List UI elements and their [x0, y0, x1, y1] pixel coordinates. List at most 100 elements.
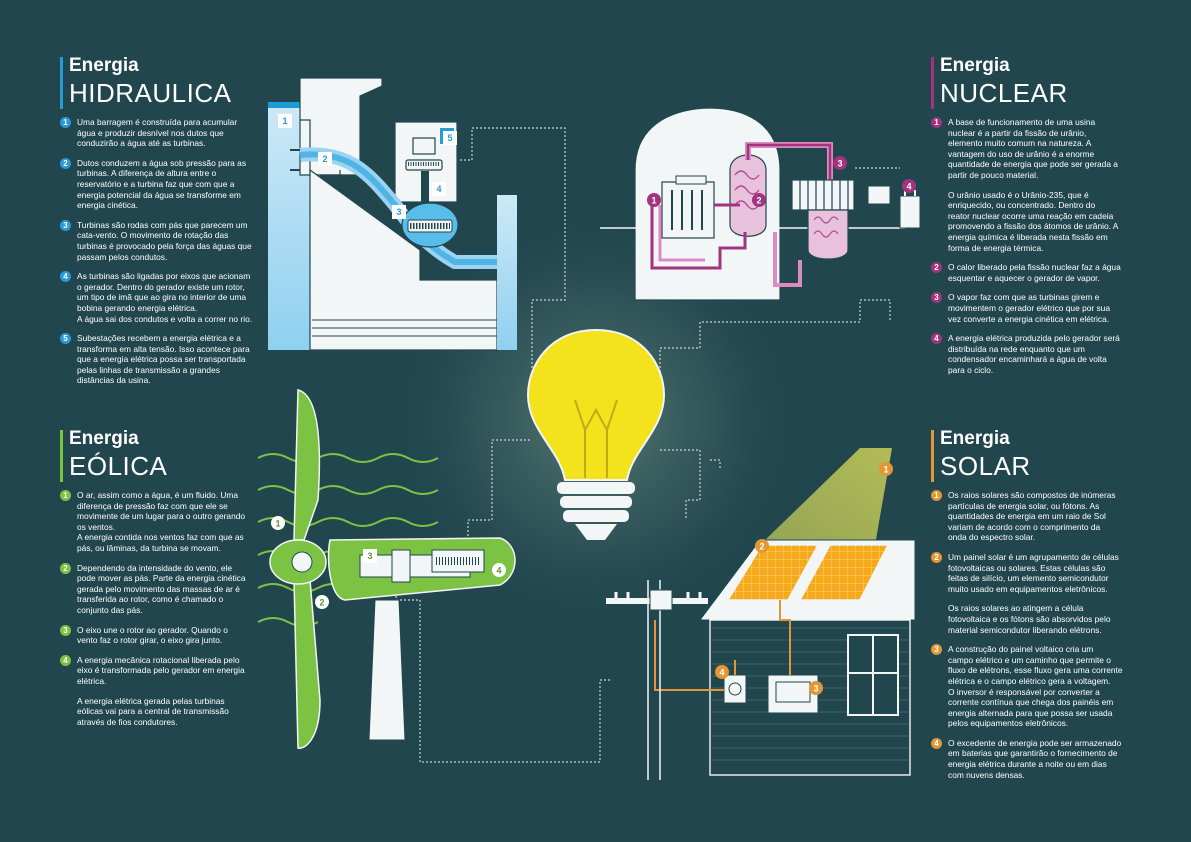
item-text-line: quantidades de energia em um raio de Sol [948, 511, 1106, 522]
item-text-line: vez converte a energia cinética em elétr… [948, 313, 1110, 324]
item-text-line: campo elétrico e um caminho que permite … [948, 654, 1111, 665]
item-text-line: muito usado em equipamentos eletrônicos. [948, 583, 1108, 594]
item-text-line: turbinas. A diferença de altura entre o [77, 168, 217, 179]
hydro-marker: 4 [432, 182, 446, 196]
wind-illustration [257, 389, 516, 749]
svg-text:3: 3 [813, 684, 818, 694]
item-text-line: um tipo de imã que ao gira no interior d… [77, 292, 246, 303]
item-note: A energia elétrica gerada pelas turbinas… [77, 696, 275, 728]
section-subtitle: NUCLEAR [940, 78, 1068, 108]
numbered-item: 1 Uma barragem é construída para acumular… [60, 117, 275, 149]
nuclear-illustration [600, 107, 921, 301]
nuclear-marker: 1 [647, 193, 661, 207]
item-number-badge: 2 [60, 562, 71, 574]
svg-text:2: 2 [322, 154, 327, 164]
item-text-line: conduzirão a água até as turbinas. [77, 138, 206, 149]
item-text-line: onda do espectro solar. [948, 532, 1036, 543]
hydro-marker: 5 [443, 131, 457, 145]
item-text-line: em baterias que garantirão o forneciment… [948, 748, 1118, 759]
item-text-line: fotovoltaica e os fótons são absorvidos … [948, 613, 1111, 624]
item-number-badge: 2 [931, 551, 942, 563]
accent-bar [931, 57, 934, 109]
item-text-line: eixo é transformada pelo gerador em ener… [77, 665, 245, 676]
item-text-line: turbinas é provocado pela força das água… [77, 240, 252, 251]
item-text-line: que a energia elétrica possa ser transpo… [77, 354, 246, 365]
svg-text:4: 4 [719, 668, 724, 678]
wind-marker: 3 [363, 549, 377, 563]
item-number-badge: 1 [60, 117, 71, 128]
svg-text:1: 1 [275, 519, 280, 529]
item-text-line: passam pelos condutos. [77, 251, 168, 262]
svg-text:4: 4 [436, 184, 441, 194]
accent-bar [931, 430, 934, 482]
item-number-badge: 3 [931, 644, 942, 656]
item-text-line: partir de pouco material. [948, 169, 1039, 180]
item-text-line: Dependendo da intensidade do vento, ele [77, 562, 233, 573]
item-text-line: movimentem o gerador elétrico que por su… [948, 302, 1110, 313]
item-text-line: energia cinética. [77, 200, 138, 211]
item-text-line: elemento muito comum na natureza. A [948, 138, 1092, 149]
item-text-line: movimente de um lugar para o outro geran… [77, 511, 246, 522]
svg-text:2: 2 [319, 598, 324, 608]
item-text-line: esquentar e aquecer o gerador de vapor. [948, 272, 1100, 283]
item-text-line: Os raios solares ao atingem a célula [948, 603, 1084, 614]
section-header: Energia SOLAR [931, 428, 1146, 482]
numbered-item: 4 As turbinas são ligadas por eixos que a… [60, 271, 275, 324]
section-subtitle: HIDRAULICA [69, 78, 232, 108]
item-text-line: A energia mecânica rotacional liberada p… [77, 654, 240, 665]
item-text-line: A energia elétrica produzida pelo gerado… [948, 333, 1120, 344]
item-text-line: com nuvens densas. [948, 769, 1025, 780]
svg-text:1: 1 [651, 196, 656, 206]
wind-marker: 1 [271, 516, 285, 530]
item-text-line: Um painel solar é um agrupamento de célu… [948, 551, 1119, 562]
item-text-line: o gerador. Dentro do gerador existe um r… [77, 281, 245, 292]
accent-bar [60, 430, 63, 482]
item-number-badge: 4 [931, 737, 942, 749]
item-text-line: As turbinas são ligadas por eixos que ac… [77, 271, 251, 282]
item-number-badge: 4 [60, 271, 71, 283]
item-text-line: diferença de pressão faz com que ele se [77, 500, 228, 511]
solar-marker: 3 [809, 681, 823, 695]
item-text-line: vantagem do uso de urânio é a enorme [948, 148, 1095, 159]
solar-marker: 4 [715, 665, 729, 679]
item-text-line: O ar, assim como a água, é um fluido. Um… [77, 490, 239, 500]
solar-marker: 1 [879, 462, 893, 476]
item-text-line: fluxo de elétrons, esse fluxo gera uma c… [948, 665, 1123, 676]
item-list: 1 Uma barragem é construída para acumular… [60, 117, 275, 386]
item-text-line: partículas de energia solar, ou fótons. … [948, 500, 1100, 511]
item-number-badge: 3 [60, 219, 71, 231]
item-text-line: água e produzir desnível nos dutos que [77, 127, 224, 138]
markers: 1 2 3 4 5 1 2 3 4 1 2 3 4 1 2 3 4 [271, 114, 916, 695]
section-subtitle: SOLAR [940, 451, 1031, 481]
item-text-line: corrente contínua que chega dos painéis … [948, 697, 1114, 708]
item-number-badge: 3 [60, 624, 71, 636]
item-text-line: O eixo une o rotor ao gerador. Quando o [77, 624, 228, 635]
light-bulb [526, 328, 666, 540]
item-text-line: material semicondutor liberando elétrons… [948, 624, 1102, 635]
item-number-badge: 1 [931, 490, 942, 501]
hydro-marker: 2 [318, 152, 332, 166]
item-text-line: forma de energia térmica. [948, 242, 1044, 253]
item-text-line: Uma barragem é construída para acumular [77, 117, 238, 127]
item-text-line: O vapor faz com que as turbinas girem e [948, 292, 1100, 303]
item-text-line: pás, ou lâminas, da turbina se movam. [77, 542, 221, 553]
item-text-line: conjunto das pás. [77, 604, 143, 615]
item-text-line: nuclear é a partir da fissão de urânio, [948, 127, 1087, 138]
svg-text:4: 4 [496, 566, 501, 576]
item-text-line: distâncias da usina. [77, 375, 151, 386]
item-text-line: gerada pelo movimento das massas de ar é [77, 583, 240, 594]
item-text-line: pelos equipamentos eletrônicos. [948, 718, 1069, 729]
numbered-item: 3 O eixo une o rotor ao gerador. Quando o… [60, 624, 275, 646]
item-text-line: enriquecido, ou concentrado. Dentro do [948, 200, 1096, 211]
item-text-line: distribuída na rede enquanto que um [948, 343, 1085, 354]
